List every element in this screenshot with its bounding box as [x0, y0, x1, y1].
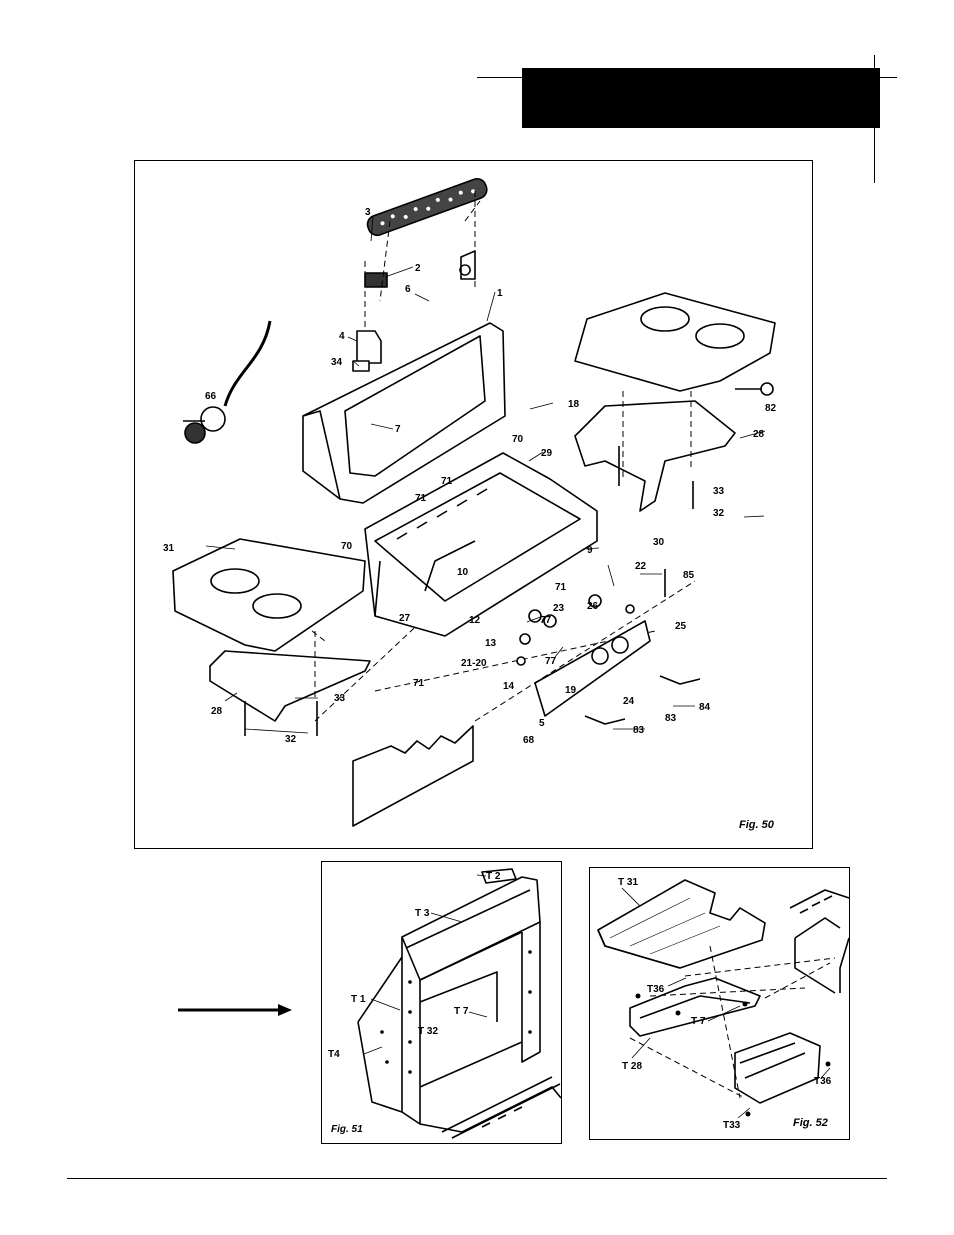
label-T36b: T36 [814, 1076, 832, 1087]
label-82: 82 [765, 403, 777, 414]
label-T7: T 7 [691, 1016, 706, 1027]
label-70a: 70 [512, 434, 524, 445]
label-71b: 71 [415, 493, 427, 504]
label-5: 5 [539, 718, 545, 729]
fig52-shelf-diagram: T 31 T36 T 7 T 28 T36 T33 [597, 877, 850, 1131]
footer-rule [67, 1178, 887, 1179]
label-18: 18 [568, 399, 580, 410]
label-25: 25 [675, 621, 687, 632]
label-22: 22 [635, 561, 647, 572]
label-71a: 71 [441, 476, 453, 487]
label-77a: 77 [540, 615, 552, 626]
label-4: 4 [339, 331, 345, 342]
fig50-frame: 3 2 6 1 4 34 66 7 18 70 82 28 29 71 71 3… [134, 160, 813, 849]
label-T2: T 2 [486, 871, 501, 882]
crop-mark-vertical [874, 55, 875, 183]
label-3: 3 [365, 207, 371, 218]
label-T32: T 32 [418, 1026, 438, 1037]
fig52-frame: T 31 T36 T 7 T 28 T36 T33 Fig. 52 [589, 867, 850, 1140]
label-T1: T 1 [351, 994, 366, 1005]
arrow-right-icon [178, 1004, 292, 1016]
bracket [459, 250, 476, 280]
label-28a: 28 [753, 429, 765, 440]
label-34: 34 [331, 357, 343, 368]
handle-cap [356, 330, 382, 364]
label-83a: 83 [665, 713, 677, 724]
label-24: 24 [623, 696, 635, 707]
fig52-caption: Fig. 52 [793, 1117, 828, 1129]
label-33a: 33 [713, 486, 725, 497]
label-83b: 83 [633, 725, 645, 736]
header-rule [477, 77, 897, 78]
label-71d: 71 [413, 678, 425, 689]
fig50-exploded-diagram: 3 2 6 1 4 34 66 7 18 70 82 28 29 71 71 3… [163, 177, 777, 827]
burner-tube [366, 177, 488, 237]
label-33b: 33 [334, 693, 346, 704]
label-12: 12 [469, 615, 481, 626]
label-27: 27 [399, 613, 411, 624]
label-T31: T 31 [618, 877, 638, 888]
fig51-caption: Fig. 51 [331, 1124, 363, 1135]
label-70b: 70 [341, 541, 353, 552]
label-10: 10 [457, 567, 469, 578]
gas-hose [223, 320, 272, 407]
fig51-frame: T 2 T 3 T 1 T 7 T 32 T4 Fig. 51 [321, 861, 562, 1144]
label-30: 30 [653, 537, 665, 548]
label-T4: T4 [328, 1049, 340, 1060]
label-T33: T33 [723, 1120, 741, 1131]
label-77b: 77 [545, 656, 557, 667]
fig51-lid-diagram: T 2 T 3 T 1 T 7 T 32 T4 [328, 868, 562, 1139]
label-T36a: T36 [647, 984, 665, 995]
label-7: 7 [395, 424, 401, 435]
label-6: 6 [405, 284, 411, 295]
shelf-frame-left [209, 650, 371, 722]
label-13: 13 [485, 638, 497, 649]
label-9: 9 [587, 545, 593, 556]
label-19: 19 [565, 685, 577, 696]
part-2 [364, 272, 388, 288]
label-2: 2 [415, 263, 421, 274]
label-T3: T 3 [415, 908, 430, 919]
shelf-frame-right [574, 400, 736, 512]
label-14: 14 [503, 681, 515, 692]
label-23: 23 [553, 603, 565, 614]
label-31: 31 [163, 543, 175, 554]
label-28b: 28 [211, 706, 223, 717]
label-84: 84 [699, 702, 711, 713]
label-66: 66 [205, 391, 217, 402]
label-T28: T 28 [622, 1061, 642, 1072]
header-bar [522, 68, 880, 128]
shelf-right [574, 292, 776, 392]
label-21-20: 21-20 [461, 658, 487, 669]
label-29: 29 [541, 448, 553, 459]
label-32b: 32 [285, 734, 297, 745]
label-26: 26 [587, 601, 599, 612]
fig50-caption: Fig. 50 [739, 819, 774, 831]
label-1: 1 [497, 288, 503, 299]
label-85: 85 [683, 570, 695, 581]
label-68: 68 [523, 735, 535, 746]
label-T7: T 7 [454, 1006, 469, 1017]
label-71c: 71 [555, 582, 567, 593]
label-32a: 32 [713, 508, 725, 519]
heat-shield [352, 725, 474, 827]
